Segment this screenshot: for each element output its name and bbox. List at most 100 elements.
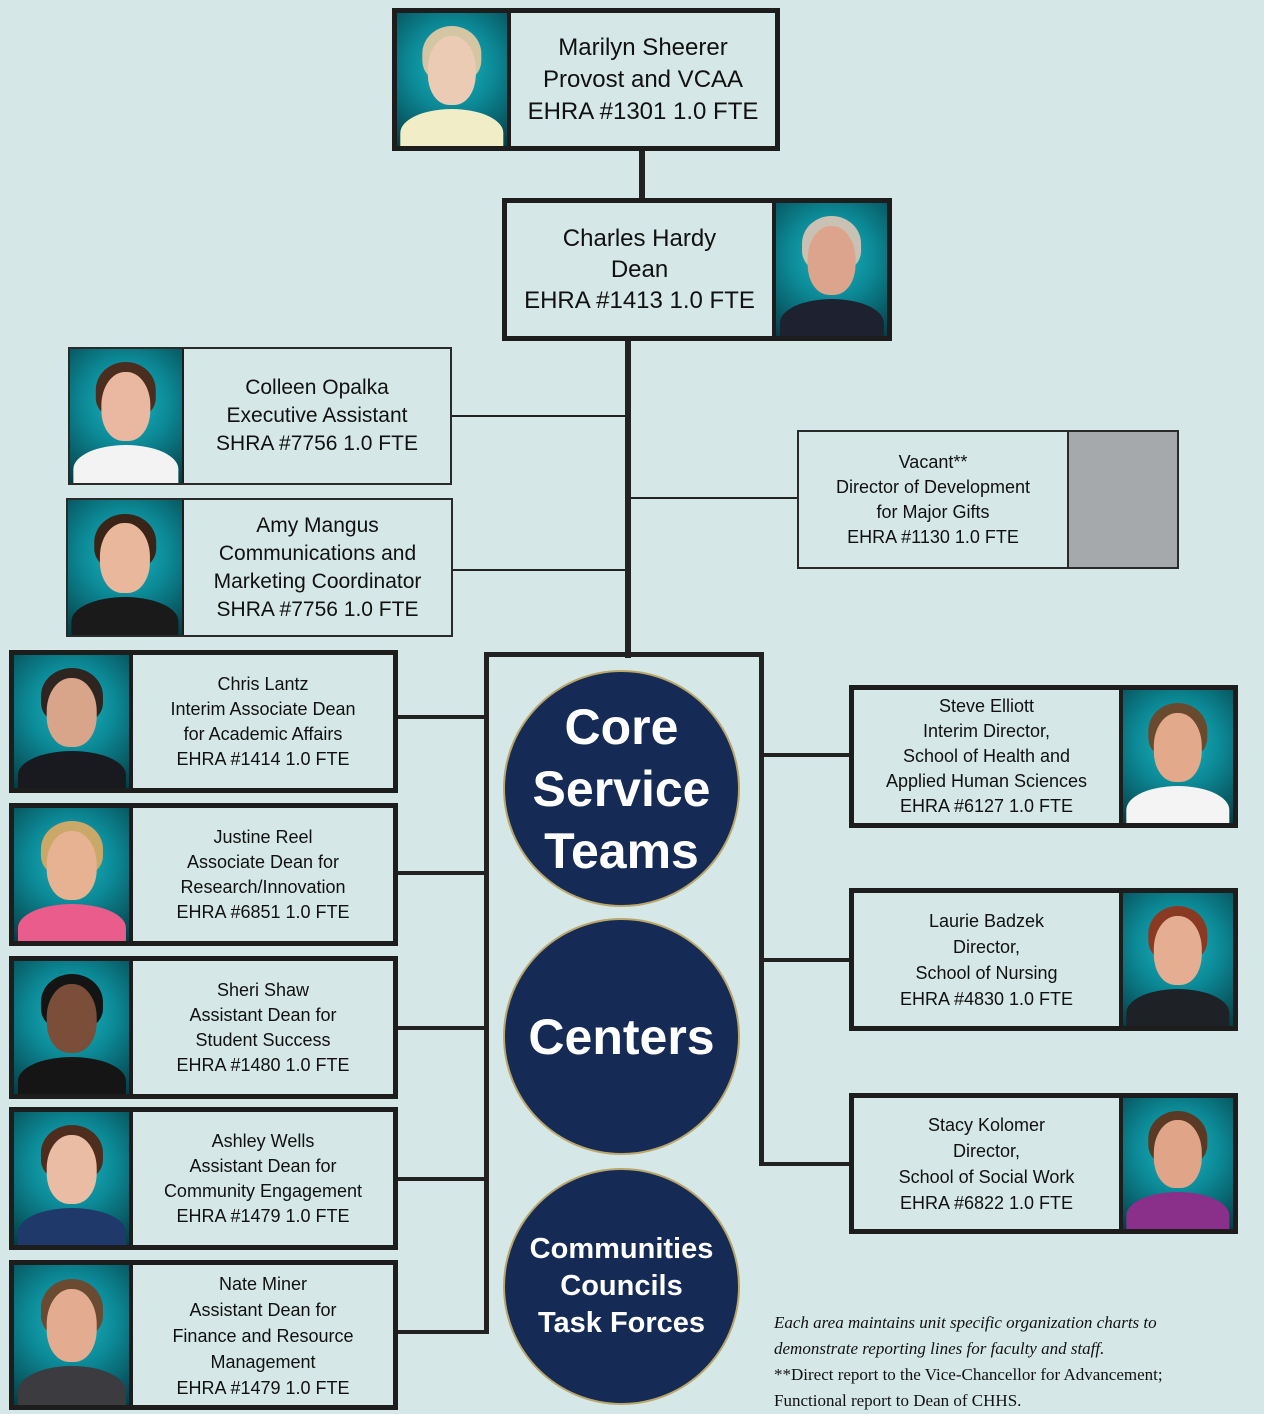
assoc-line: EHRA #1480 1.0 FTE [176, 1054, 350, 1075]
assoc-photo [14, 808, 133, 941]
director-line: EHRA #6127 1.0 FTE [899, 796, 1074, 816]
connector-provost-dean [639, 148, 645, 203]
vacant-line: Vacant** [898, 451, 968, 472]
provost-title: Provost and VCAA [542, 65, 744, 93]
assoc-line: Finance and Resource [172, 1326, 354, 1346]
assoc-line: Community Engagement [163, 1180, 363, 1201]
vacant-line: for Major Gifts [876, 501, 990, 522]
circle-line: Teams [544, 822, 699, 879]
assoc-photo [14, 1112, 133, 1245]
director-line: Applied Human Sciences [885, 771, 1088, 791]
staff-line: SHRA #7756 1.0 FTE [216, 597, 419, 621]
staff-photo [70, 349, 184, 483]
staff-line: SHRA #7756 1.0 FTE [216, 432, 418, 455]
connector-director-1 [762, 753, 852, 757]
dean-position: EHRA #1413 1.0 FTE [524, 287, 755, 314]
connector-assoc-3 [396, 1026, 486, 1030]
provost-position: EHRA #1301 1.0 FTE [527, 97, 759, 125]
connector-director-2 [762, 958, 852, 962]
assoc-line: for Academic Affairs [183, 723, 343, 744]
assoc-line: Chris Lantz [217, 673, 309, 694]
connector-bracket-top [484, 652, 764, 657]
assoc-line: Interim Associate Dean [170, 698, 356, 719]
assoc-line: Sheri Shaw [216, 979, 310, 1000]
staff-box-mangus: Amy Mangus Communications and Marketing … [66, 498, 453, 637]
dean-box: Charles Hardy Dean EHRA #1413 1.0 FTE [502, 198, 892, 341]
core-service-teams-circle: Core Service Teams [505, 672, 738, 905]
director-line: School of Health and [902, 746, 1071, 766]
footnote-line: Each area maintains unit specific organi… [774, 1313, 1157, 1332]
director-line: EHRA #6822 1.0 FTE [899, 1192, 1074, 1213]
communities-circle: Communities Councils Task Forces [505, 1170, 738, 1403]
connector-bracket-right [759, 652, 764, 1166]
director-line: Director, [952, 1140, 1021, 1161]
director-box-kolomer: Stacy Kolomer Director, School of Social… [849, 1093, 1238, 1234]
assoc-line: EHRA #1414 1.0 FTE [176, 748, 350, 769]
footnote-line: demonstrate reporting lines for faculty … [774, 1339, 1105, 1358]
assoc-box-lantz: Chris Lantz Interim Associate Dean for A… [9, 650, 398, 793]
footnote-line: **Direct report to the Vice-Chancellor f… [774, 1365, 1163, 1384]
provost-name: Marilyn Sheerer [558, 33, 728, 61]
assoc-line: Assistant Dean for [189, 1155, 337, 1176]
provost-box: Marilyn Sheerer Provost and VCAA EHRA #1… [392, 8, 780, 151]
director-line: Laurie Badzek [928, 910, 1045, 931]
vacant-box: Vacant** Director of Development for Maj… [797, 430, 1179, 569]
director-photo [1119, 690, 1233, 823]
staff-line: Communications and [218, 541, 417, 565]
director-photo [1119, 1098, 1233, 1229]
assoc-line: Assistant Dean for [189, 1300, 337, 1320]
connector-assoc-1 [396, 715, 486, 719]
director-box-elliott: Steve Elliott Interim Director, School o… [849, 685, 1238, 828]
footnote: Each area maintains unit specific organi… [774, 1310, 1264, 1414]
circle-line: Councils [560, 1270, 683, 1302]
connector-assoc-2 [396, 871, 486, 875]
vacant-line: Director of Development [835, 476, 1031, 497]
connector-assoc-5 [396, 1330, 486, 1334]
provost-photo [397, 13, 511, 146]
staff-line: Amy Mangus [256, 513, 379, 537]
circle-line: Task Forces [537, 1307, 706, 1339]
connector-dean-trunk [625, 340, 631, 658]
director-line: School of Nursing [915, 962, 1058, 983]
director-line: Steve Elliott [938, 696, 1035, 716]
connector-staff-2 [450, 569, 628, 571]
assoc-box-miner: Nate Miner Assistant Dean for Finance an… [9, 1260, 398, 1410]
assoc-box-wells: Ashley Wells Assistant Dean for Communit… [9, 1107, 398, 1250]
assoc-line: Student Success [195, 1029, 331, 1050]
director-line: Interim Director, [922, 721, 1051, 741]
connector-vacant [628, 497, 799, 499]
assoc-box-shaw: Sheri Shaw Assistant Dean for Student Su… [9, 956, 398, 1099]
assoc-photo [14, 655, 133, 788]
assoc-line: Ashley Wells [211, 1130, 315, 1151]
dean-photo [772, 203, 887, 336]
assoc-photo [14, 1265, 133, 1405]
staff-line: Marketing Coordinator [213, 569, 422, 593]
assoc-line: Assistant Dean for [189, 1004, 337, 1025]
assoc-line: Research/Innovation [180, 876, 346, 897]
connector-staff-1 [450, 415, 628, 417]
dean-name: Charles Hardy [562, 225, 717, 252]
staff-line: Colleen Opalka [245, 376, 389, 399]
assoc-line: Management [210, 1352, 316, 1372]
connector-bracket-left [484, 652, 489, 1334]
director-line: EHRA #4830 1.0 FTE [899, 988, 1074, 1009]
vacant-photo-placeholder [1067, 432, 1177, 567]
circle-line: Core [564, 698, 679, 755]
assoc-line: Associate Dean for [186, 851, 340, 872]
assoc-line: EHRA #6851 1.0 FTE [176, 901, 350, 922]
staff-photo [68, 500, 184, 635]
vacant-line: EHRA #1130 1.0 FTE [847, 526, 1019, 547]
connector-director-3 [762, 1162, 852, 1166]
staff-line: Executive Assistant [226, 404, 408, 427]
circle-line: Centers [528, 1008, 715, 1065]
connector-assoc-4 [396, 1177, 486, 1181]
director-box-badzek: Laurie Badzek Director, School of Nursin… [849, 888, 1238, 1031]
dean-title: Dean [610, 256, 669, 283]
footnote-line: Functional report to Dean of CHHS. [774, 1391, 1022, 1410]
director-photo [1119, 893, 1233, 1026]
director-line: School of Social Work [898, 1166, 1075, 1187]
assoc-line: Nate Miner [218, 1274, 308, 1294]
centers-circle: Centers [505, 920, 738, 1153]
assoc-box-reel: Justine Reel Associate Dean for Research… [9, 803, 398, 946]
director-line: Director, [952, 936, 1021, 957]
